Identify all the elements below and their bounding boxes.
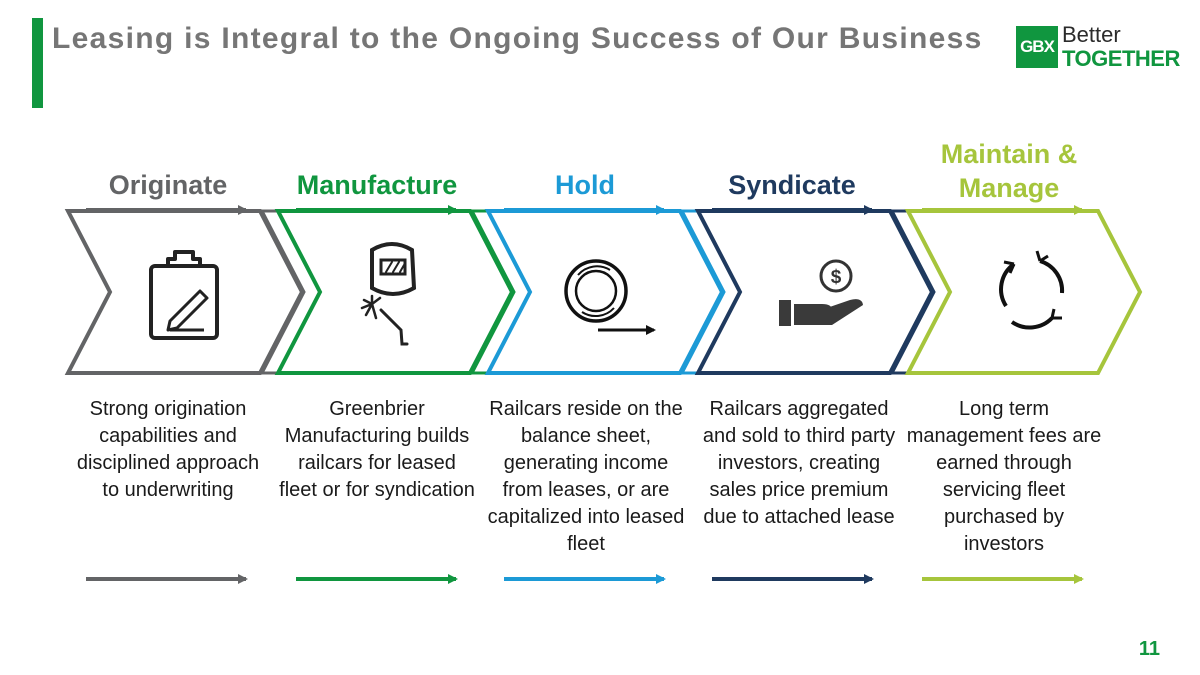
welding-mask-icon <box>360 242 417 346</box>
description-syndicate: Railcars aggregated and sold to third pa… <box>702 398 896 528</box>
stage-originate <box>64 205 305 584</box>
company-logo: GBX Better TOGETHER <box>1016 22 1180 72</box>
description-originate: Strong origination capabilities and disc… <box>76 398 260 501</box>
page-number: 11 <box>1138 638 1160 660</box>
heading-manufacture: Manufacture <box>296 170 458 200</box>
page-title: Leasing is Integral to the Ongoing Succe… <box>52 22 983 55</box>
logo-line-1: Better <box>1062 22 1121 47</box>
chevron-hold <box>484 209 725 375</box>
chevron-maintain <box>904 209 1143 375</box>
heading-originate: Originate <box>108 170 228 200</box>
stage-syndicate: $ <box>679 205 935 584</box>
svg-text:$: $ <box>831 267 842 288</box>
description-hold: Railcars reside on the balance sheet, ge… <box>487 398 685 555</box>
chevron-originate <box>64 209 305 375</box>
heading-maintain-manage: Maintain & Manage <box>940 139 1078 203</box>
cycle-hold-icon <box>564 259 656 335</box>
logo-mark: GBX <box>1016 26 1058 68</box>
stage-hold <box>469 205 725 584</box>
stage-maintain-manage <box>889 205 1143 584</box>
heading-hold: Hold <box>555 170 615 200</box>
chevron-manufacture <box>274 209 515 375</box>
logo-line-2: TOGETHER <box>1062 46 1180 71</box>
recycle-arrows-icon <box>999 250 1065 330</box>
chevron-syndicate <box>694 209 935 375</box>
clipboard-pencil-icon <box>149 250 219 340</box>
stage-manufacture <box>259 205 515 584</box>
description-maintain-manage: Long term management fees are earned thr… <box>906 398 1102 555</box>
hand-dollar-icon: $ <box>779 259 863 326</box>
heading-syndicate: Syndicate <box>728 170 856 200</box>
description-manufacture: Greenbrier Manufacturing builds railcars… <box>279 398 475 501</box>
title-accent-bar <box>32 18 43 108</box>
